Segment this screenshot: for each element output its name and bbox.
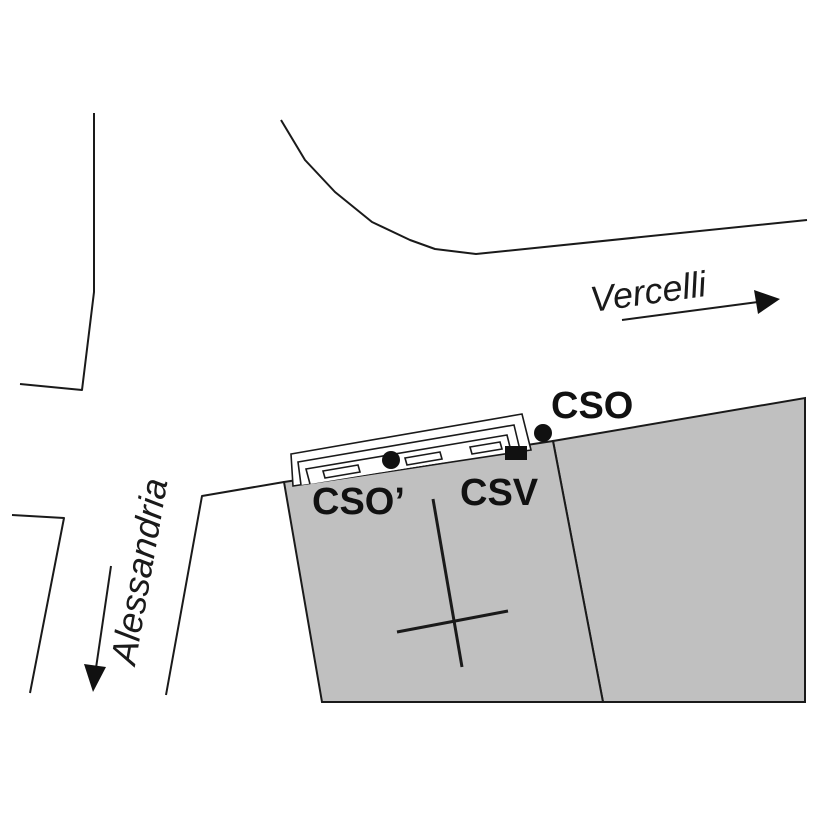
csv-label: CSV: [460, 472, 539, 514]
road-edge-northwest: [19, 113, 95, 391]
building-facade: [290, 413, 532, 487]
church-cross-icon: [396, 498, 509, 668]
cso-marker[interactable]: [534, 424, 552, 442]
sensor-labels: CSO CSO’ CSV: [312, 385, 633, 523]
facade-window-3: [468, 441, 504, 455]
cso-label: CSO: [551, 385, 633, 427]
cso-prime-marker[interactable]: [382, 451, 400, 469]
cross-horizontal: [396, 609, 509, 634]
road-edge-north: [280, 119, 808, 255]
road-outlines: [11, 113, 808, 696]
csv-marker[interactable]: [505, 446, 527, 460]
road-edge-south-west-of-block: [165, 481, 285, 696]
facade-window-1: [321, 464, 362, 479]
facade-window-2: [403, 451, 444, 466]
city-blocks: [282, 396, 806, 703]
street-alessandria: Alessandria: [84, 475, 176, 692]
cross-vertical: [431, 498, 464, 668]
arrow-right-icon: [621, 290, 780, 321]
street-name-alessandria: Alessandria: [102, 475, 175, 669]
sensor-markers: [382, 424, 552, 469]
street-vercelli: Vercelli: [587, 263, 780, 321]
road-edge-southwest: [11, 514, 65, 694]
cso-prime-label: CSO’: [312, 481, 405, 523]
arrow-down-icon: [84, 565, 112, 692]
